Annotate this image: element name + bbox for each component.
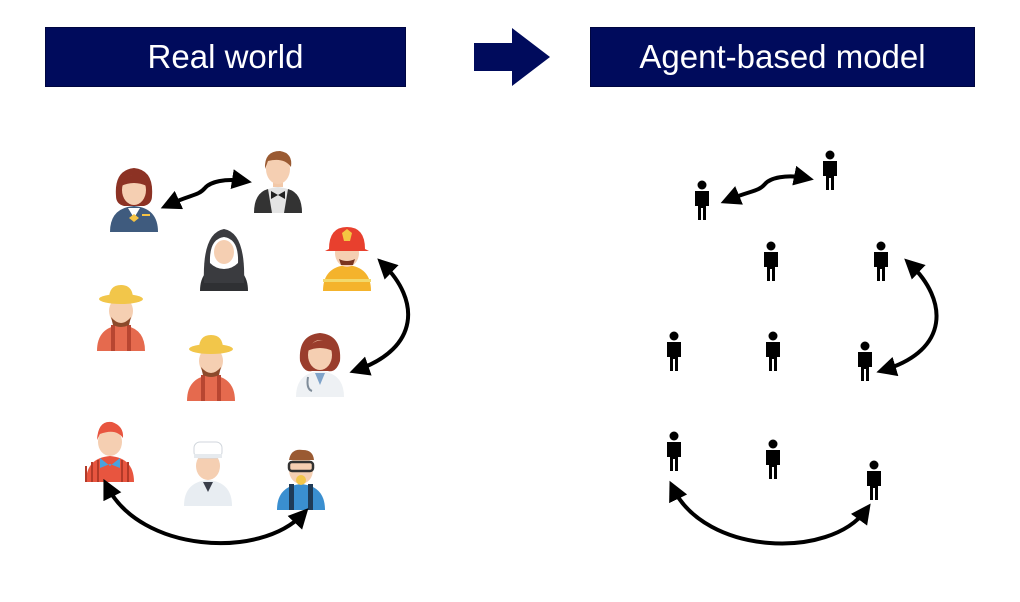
real-world-title: Real world (45, 27, 406, 87)
agent-icon (874, 241, 888, 281)
agent-icon (695, 180, 709, 220)
agent-icon (667, 431, 681, 471)
farmer-icon (97, 285, 145, 351)
waiter-icon (254, 151, 302, 213)
flight-attendant-icon (110, 168, 158, 232)
interaction-arrow-icon (160, 169, 252, 210)
firefighter-icon (323, 227, 371, 291)
diver-icon (277, 449, 325, 510)
agent-icon (764, 241, 778, 281)
chef-icon (184, 441, 232, 506)
clown-icon (85, 421, 134, 482)
farmer-icon (187, 335, 235, 401)
doctor-icon (296, 333, 344, 397)
interaction-arrow-icon (876, 258, 939, 377)
agent-icon (766, 439, 780, 479)
transform-arrow-icon (474, 28, 550, 86)
agent-icon (867, 460, 881, 500)
agent-icon (766, 331, 780, 371)
agent-icon (823, 150, 837, 190)
agent-based-model-title: Agent-based model (590, 27, 975, 87)
interaction-arrow-icon (103, 478, 309, 546)
interaction-arrow-icon (349, 258, 411, 376)
agent-icon (667, 331, 681, 371)
real-world-title-text: Real world (147, 38, 304, 75)
interaction-arrow-icon (669, 480, 871, 546)
interaction-arrow-icon (720, 165, 814, 205)
agent-icon (858, 341, 872, 381)
nun-icon (200, 229, 248, 291)
agent-based-model-title-text: Agent-based model (639, 38, 926, 75)
